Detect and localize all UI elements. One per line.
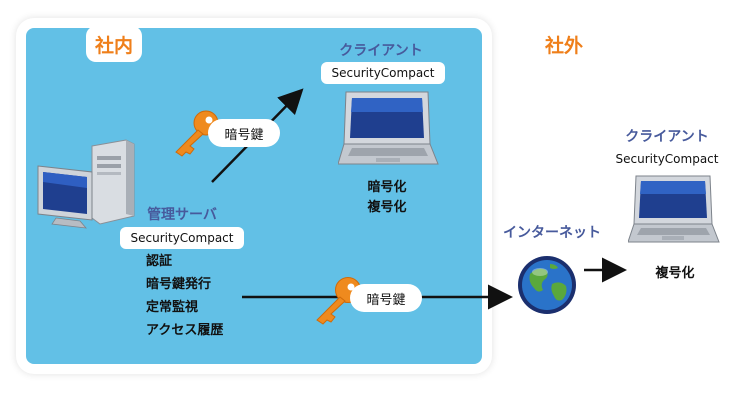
external-zone-label: 社外: [544, 34, 583, 57]
globe-icon: [518, 256, 576, 314]
internal-client-product-label: SecurityCompact: [321, 62, 445, 84]
external-client-product-label: SecurityCompact: [615, 152, 719, 166]
feature-authentication: 認証: [146, 254, 173, 269]
caption-decrypt: 複号化: [367, 200, 407, 215]
feature-access-history: アクセス履歴: [146, 323, 224, 338]
laptop-icon: [628, 175, 720, 243]
server-product-label: SecurityCompact: [120, 227, 244, 249]
server-computer-icon: [37, 139, 135, 229]
internet-label: インターネット: [503, 225, 601, 241]
external-client-title: クライアント: [625, 129, 709, 145]
internal-client-title: クライアント: [339, 43, 423, 59]
feature-key-issuance: 暗号鍵発行: [146, 277, 212, 292]
server-feature-list: 認証 暗号鍵発行 定常監視 アクセス履歴: [146, 250, 223, 342]
external-client-caption: 複号化: [655, 266, 695, 281]
server-title: 管理サーバ: [147, 207, 217, 223]
laptop-icon: [338, 91, 439, 165]
lower-key-label: 暗号鍵: [350, 284, 422, 312]
internal-zone-label: 社内: [86, 26, 142, 62]
upper-key-label: 暗号鍵: [208, 119, 280, 147]
caption-encrypt: 暗号化: [367, 180, 407, 195]
internal-client-captions: 暗号化 複号化: [352, 178, 422, 218]
feature-monitoring: 定常監視: [146, 300, 199, 315]
